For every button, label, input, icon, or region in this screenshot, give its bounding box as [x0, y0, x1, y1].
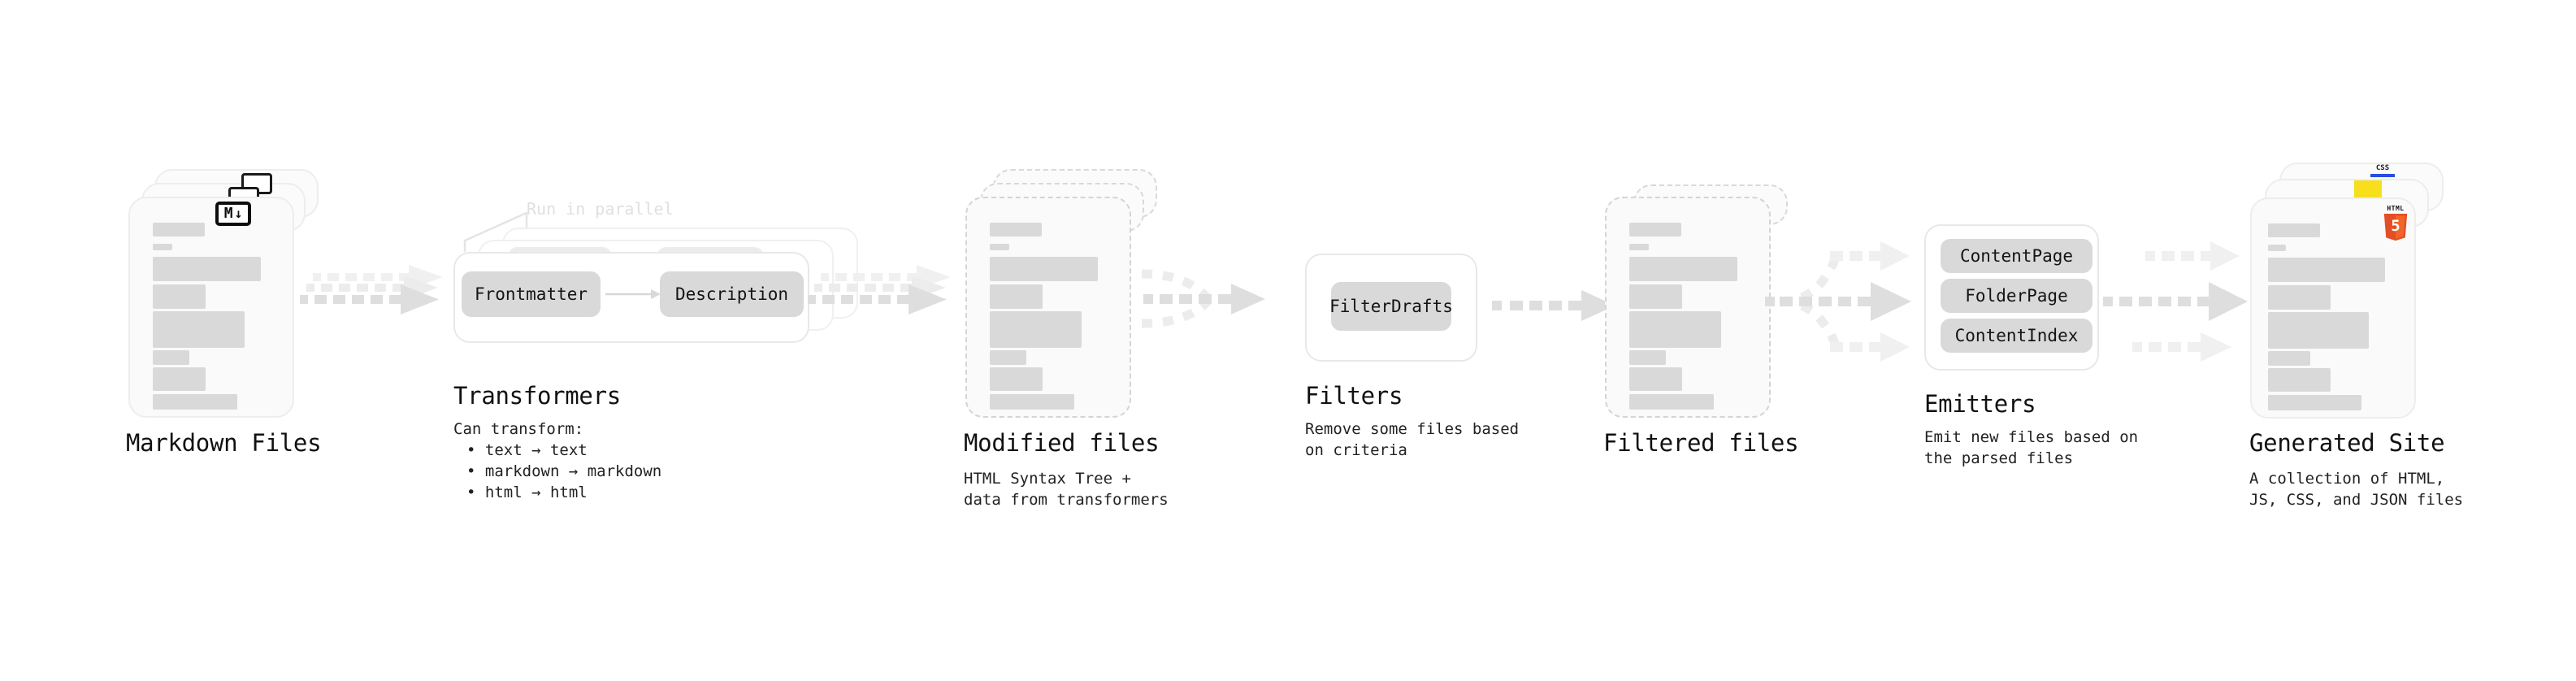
stage-title-filtered-files: Filtered files — [1603, 429, 1799, 457]
doc-line — [1629, 367, 1682, 391]
arrow-emitters-to-site — [2103, 241, 2248, 362]
doc-line — [2268, 258, 2385, 282]
html5-icon-label: HTML — [2387, 205, 2405, 212]
stage-desc-modified-files: HTML Syntax Tree + data from transformer… — [964, 470, 1169, 509]
list-item: • markdown → markdown — [466, 462, 662, 480]
doc-line — [2268, 245, 2286, 251]
doc-line — [990, 311, 1082, 348]
arrow-filters-to-filtered — [1492, 290, 1615, 321]
doc-line — [153, 223, 205, 236]
html5-icon-digit: 5 — [2391, 217, 2400, 235]
doc-line — [990, 350, 1026, 365]
modified-card-front — [965, 197, 1131, 418]
doc-line — [990, 257, 1098, 281]
pill-description[interactable]: Description — [660, 271, 804, 317]
stage-title-markdown-files: Markdown Files — [126, 429, 322, 457]
transformer-connector-front — [605, 289, 661, 299]
doc-line — [153, 311, 245, 348]
doc-line — [153, 244, 172, 250]
doc-line — [2268, 351, 2310, 366]
pill-contentpage[interactable]: ContentPage — [1941, 239, 2092, 273]
doc-line — [2268, 395, 2361, 410]
run-in-parallel-bracket — [463, 211, 528, 252]
doc-line — [153, 257, 261, 281]
markdown-icon: M ↓ — [215, 202, 251, 226]
doc-line — [1629, 244, 1649, 250]
arrow-transformers-to-modified — [808, 265, 951, 314]
doc-line — [153, 367, 206, 391]
javascript-icon — [2354, 180, 2382, 198]
markdown-icon-arrow: ↓ — [234, 206, 243, 221]
doc-line — [2268, 285, 2331, 310]
stage-desc-filters: Remove some files based on criteria — [1305, 420, 1520, 459]
css3-icon: CSS — [2370, 165, 2396, 178]
arrow-filtered-to-emitters — [1765, 241, 1911, 362]
html5-icon-shield — [2383, 214, 2408, 241]
doc-line — [990, 367, 1043, 391]
stage-title-transformers: Transformers — [453, 382, 621, 410]
doc-line — [990, 223, 1042, 236]
doc-line — [1629, 257, 1737, 281]
doc-line — [153, 284, 206, 309]
pill-frontmatter[interactable]: Frontmatter — [462, 271, 601, 317]
pill-filterdrafts[interactable]: FilterDrafts — [1329, 282, 1453, 331]
doc-line — [1629, 394, 1714, 410]
stage-desc-emitters: Emit new files based on the parsed files — [1924, 428, 2139, 467]
filtered-card-front — [1605, 197, 1771, 418]
pill-contentindex[interactable]: ContentIndex — [1941, 319, 2092, 353]
markdown-card-front — [128, 197, 294, 418]
doc-line — [1629, 223, 1681, 236]
css3-icon-label: CSS — [2375, 164, 2390, 172]
html5-icon: HTML 5 — [2381, 206, 2410, 243]
doc-line — [990, 284, 1043, 309]
doc-line — [990, 244, 1009, 250]
site-card-front — [2250, 197, 2416, 419]
transformer-bullet-list: • text → text • markdown → markdown • ht… — [466, 440, 661, 503]
stage-title-filters: Filters — [1305, 382, 1403, 410]
pill-folderpage[interactable]: FolderPage — [1941, 279, 2092, 313]
stage-title-generated-site: Generated Site — [2249, 429, 2445, 457]
doc-line — [1629, 311, 1721, 348]
css3-icon-bar — [2370, 174, 2395, 177]
bullet-text: html → html — [484, 484, 588, 501]
doc-line — [2268, 368, 2331, 392]
bullet-text: text → text — [484, 441, 588, 459]
markdown-icon-letter: M — [223, 205, 233, 222]
doc-line — [1629, 350, 1666, 365]
doc-line — [990, 394, 1074, 410]
doc-line — [153, 394, 237, 410]
doc-line — [2268, 223, 2320, 237]
list-item: • html → html — [466, 484, 588, 501]
arrow-markdown-to-transformers — [300, 265, 443, 314]
stage-desc-transformers: Can transform: — [453, 420, 584, 438]
run-in-parallel-label: Run in parallel — [527, 199, 674, 219]
doc-line — [1629, 284, 1682, 309]
arrow-modified-to-filters — [1141, 269, 1265, 328]
stage-desc-generated-site: A collection of HTML, JS, CSS, and JSON … — [2249, 470, 2464, 509]
stage-title-modified-files: Modified files — [964, 429, 1160, 457]
stage-title-emitters: Emitters — [1924, 390, 2036, 418]
doc-line — [153, 350, 189, 365]
doc-line — [2268, 312, 2369, 349]
bullet-text: markdown → markdown — [484, 462, 662, 480]
list-item: • text → text — [466, 441, 588, 459]
